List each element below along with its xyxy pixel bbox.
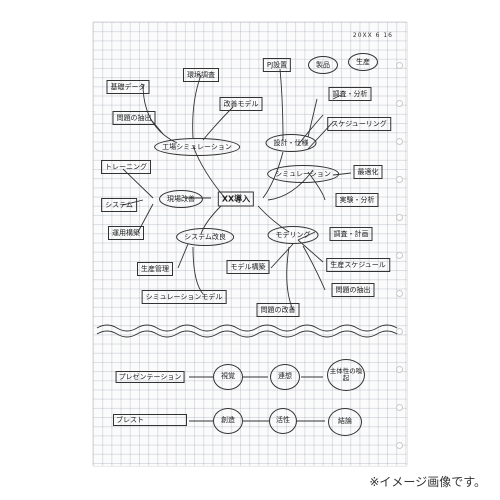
presentation-node-3: 主体性の喚起	[327, 359, 365, 391]
leaf-kankyo-chosa: 環境調査	[183, 68, 219, 82]
brainstorm-node-3: 結論	[328, 408, 362, 436]
brainstorm-node-2: 活性	[269, 408, 297, 434]
leaf-saitekika: 最適化	[353, 165, 383, 179]
brainstorm-node-1: 創造	[213, 408, 243, 434]
punch-hole	[396, 176, 403, 183]
leaf-mondai-chushutsu: 問題の抽出	[112, 111, 156, 125]
leaf-jikken-bunseki: 実験・分析	[335, 193, 379, 207]
leaf-scheduling: スケジューリング	[327, 117, 391, 131]
punch-hole	[396, 138, 403, 145]
punch-hole	[396, 366, 403, 373]
leaf-seisan-schedule: 生産スケジュール	[326, 258, 390, 272]
presentation-node-2: 連想	[270, 364, 300, 390]
leaf-seihin: 製品	[308, 56, 338, 74]
leaf-seisan: 生産	[348, 53, 378, 71]
punch-hole	[396, 290, 403, 297]
leaf-pj-setchi: PJ設置	[262, 58, 292, 72]
leaf-unyou-kouchiku: 運用構築	[108, 226, 144, 240]
leaf-chosa-keikaku: 調査・計画	[329, 227, 373, 241]
leaf-training: トレーニング	[101, 160, 151, 174]
grid-paper-sheet: 20XX 6 16	[93, 22, 407, 466]
image-note: ※イメージ画像です。	[369, 475, 486, 489]
leaf-kaizen-model: 改善モデル	[219, 97, 263, 111]
branch-settei-shiyo: 設計・仕様	[265, 134, 317, 152]
leaf-simulation-model: シミュレーションモデル	[141, 290, 227, 304]
punch-hole	[396, 442, 403, 449]
branch-kojo-simulation: 工場シミュレーション	[154, 138, 240, 156]
branch-simulation: シミュレーション	[267, 165, 339, 183]
leaf-seisan-kanri: 生産管理	[137, 262, 173, 276]
branch-genba-kaizen: 現場改善	[159, 190, 203, 208]
leaf-mondai-kaizen: 問題の改善	[256, 303, 300, 317]
center-node: XX導入	[217, 191, 255, 207]
leaf-system: システム	[101, 198, 137, 212]
punch-hole	[396, 252, 403, 259]
punch-hole	[396, 62, 403, 69]
leaf-model-kouchiku: モデル構築	[226, 260, 270, 274]
date-text: 20XX 6 16	[352, 32, 393, 39]
branch-modeling: モデリング	[267, 226, 319, 244]
punch-hole	[396, 214, 403, 221]
leaf-mondai-chushutsu-2: 問題の抽出	[331, 283, 375, 297]
presentation-label: プレゼンテーション	[115, 371, 185, 383]
leaf-chosa-bunseki: 調査・分析	[328, 87, 372, 101]
punch-hole	[396, 328, 403, 335]
punch-hole	[396, 404, 403, 411]
punch-hole	[396, 100, 403, 107]
brainstorm-label: ブレスト	[113, 414, 187, 426]
leaf-kiso-data: 基礎データ	[106, 80, 150, 94]
presentation-node-1: 視覚	[213, 364, 243, 390]
branch-system-kairyo: システム改良	[176, 228, 234, 246]
